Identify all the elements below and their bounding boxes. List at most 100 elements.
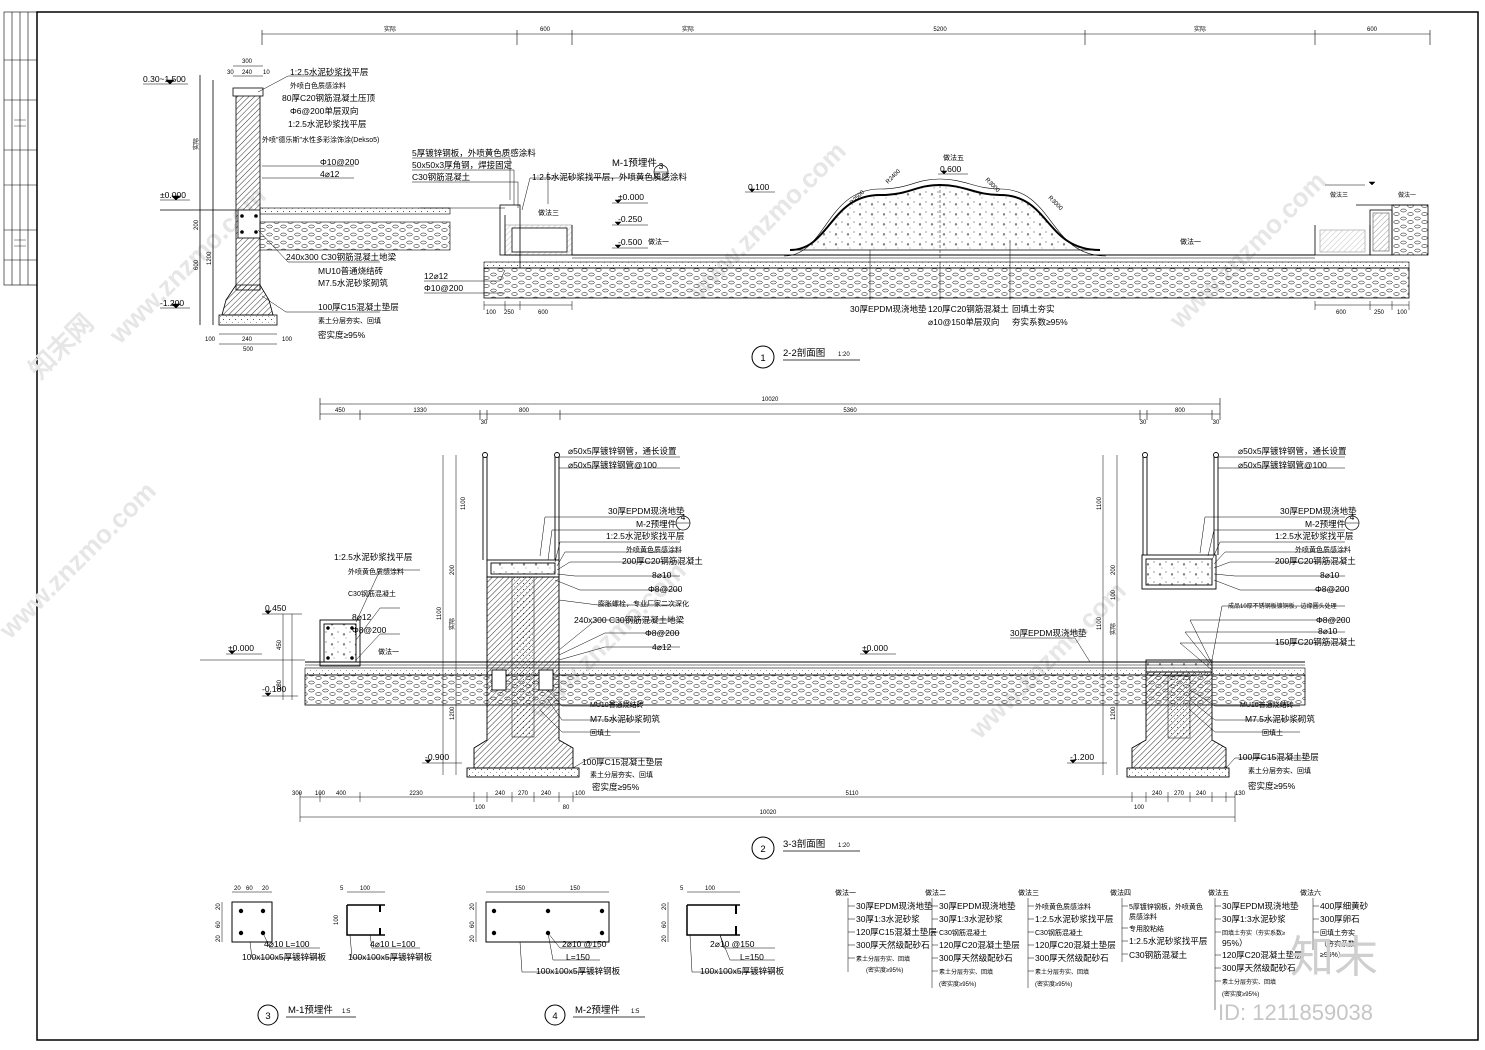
method-item: 30厚1:3水泥砂浆 <box>1222 914 1286 924</box>
title-strip <box>3 11 38 286</box>
left-post <box>466 452 580 778</box>
dim-label: 240 <box>541 791 552 797</box>
dim-label: 5110 <box>846 791 860 797</box>
surface-label: 做法一 <box>1398 191 1416 199</box>
post-label: ⌀50x5厚镀锌钢管@100 <box>1238 460 1327 470</box>
method-item: （夯实系数 <box>1320 939 1355 948</box>
epdm-leader <box>1010 637 1091 663</box>
post-label: 100厚C15混凝土垫层 <box>582 757 663 767</box>
dim-label: 1200 <box>207 251 213 265</box>
sheet-border <box>36 11 1479 1041</box>
dim-label: 实际 <box>384 25 396 33</box>
post-label: M7.5水泥砂浆砌筑 <box>1245 714 1315 724</box>
method-item: 1:2.5水泥砂浆找平层 <box>1035 914 1113 924</box>
method-item: 回填土夯实（夯实系数≥ <box>1222 929 1286 937</box>
section-number-circle <box>751 836 775 860</box>
mound-bottom-label: 120厚C20钢筋混凝土 <box>928 304 1009 314</box>
method-title: 做法三 <box>1018 888 1039 897</box>
post-label: 密实度≥95% <box>1248 781 1296 791</box>
wall-label: Φ6@200单层双向 <box>290 106 358 116</box>
right-post-leaders <box>1179 456 1345 769</box>
method-item: 300厚天然级配砂石 <box>939 953 1013 963</box>
dim-label: 5 <box>340 886 344 892</box>
method-item: 30厚1:3水泥砂浆 <box>939 914 1003 924</box>
section-number: 2 <box>760 844 765 855</box>
right-post <box>1126 452 1230 778</box>
dim-label: 100 <box>475 805 486 811</box>
post-label: ⌀50x5厚镀锌钢管，通长设置 <box>568 446 677 456</box>
dim-label: 20 <box>662 903 668 910</box>
dim-label: 实际 <box>682 25 694 33</box>
post-label: 200厚C20钢筋混凝土 <box>1275 556 1356 566</box>
dim-label: 400 <box>336 791 347 797</box>
wall-leaders <box>257 75 380 313</box>
dim-label: 60 <box>662 921 668 928</box>
method-item: 120厚C20混凝土垫层 <box>1035 940 1116 950</box>
dim-label: 300 <box>292 791 303 797</box>
curve-dim: R3000 <box>1047 195 1064 212</box>
detail-number: 3 <box>265 1011 270 1022</box>
wall-label: 240x300 C30钢筋混凝土地梁 <box>286 252 397 262</box>
dim-label: 200 <box>194 219 200 230</box>
dim-label: 600 <box>194 259 200 270</box>
detail-label: 4⌀10 L=100 <box>370 939 416 949</box>
method-item: 300厚天然级配砂石 <box>1035 953 1109 963</box>
dim-label: 450 <box>335 408 346 414</box>
elevation-markers <box>745 170 968 193</box>
post-label: 8⌀10 <box>1320 570 1340 580</box>
right-post-dim-lines <box>1102 455 1118 775</box>
method-item: C30钢筋混凝土 <box>939 928 987 937</box>
post-label: 回填土 <box>590 728 611 737</box>
elevation: 0.30~1.500 <box>143 74 186 84</box>
section-3-3: 10020 450 1330 30 800 5360 30 800 30 1:2… <box>200 397 1360 860</box>
dim-label: 1100 <box>437 606 443 620</box>
watermark-site: www.znzmo.com <box>962 576 1131 745</box>
section-title: 2-2剖面图 <box>783 347 825 359</box>
dim-label: 100 <box>486 310 497 316</box>
dim-label: 实际 <box>448 618 456 630</box>
elevation-marker <box>1067 759 1107 764</box>
dim-label: 100 <box>205 337 216 343</box>
post-label: 1:2.5水泥砂浆找平层 <box>606 531 684 541</box>
dim-label: 20 <box>234 886 241 892</box>
mound-elevation: 0.600 <box>940 164 962 174</box>
dim-label: 450 <box>277 639 283 650</box>
method-item: 30厚EPDM现浇地垫 <box>939 901 1016 911</box>
bar-leaders <box>424 269 506 294</box>
gravel-base <box>304 674 1306 706</box>
bar-label: Φ10@200 <box>424 283 463 293</box>
dim-label: 30 <box>1213 420 1220 426</box>
dim-label: 5 <box>680 886 684 892</box>
detail-title: M-2预埋件 <box>575 1004 620 1016</box>
dim-label: 20 <box>470 903 476 910</box>
elevation-markers <box>1325 181 1376 186</box>
dim-label: 150 <box>570 886 581 892</box>
elevation: ±0.000 <box>862 643 888 653</box>
detail-m2: 150 150 20 60 20 2⌀10 @150 L=150 100x100… <box>470 886 785 1026</box>
elevation: -0.900 <box>425 752 449 762</box>
method-4: 做法四 5厚镀锌钢板，外喷黄色 质感涂料 专用胶粘结 1:2.5水泥砂浆找平层 … <box>1110 888 1207 962</box>
bench-leaders <box>412 157 660 211</box>
post-label: 密实度≥95% <box>592 782 640 792</box>
dim-label: 30 <box>1140 420 1147 426</box>
dim-label: 150 <box>515 886 526 892</box>
dim-label: 30 <box>481 420 488 426</box>
left-post-dim-lines <box>442 455 457 775</box>
dim-label: 200 <box>450 564 456 575</box>
brand-watermark: 知末 <box>1290 933 1378 982</box>
bench-right <box>1314 204 1429 256</box>
post-label: ⌀50x5厚镀锌钢管@100 <box>568 460 657 470</box>
post-label: 膨胀螺栓，专业厂家二次深化 <box>598 599 689 608</box>
dim-label: 20 <box>216 903 222 910</box>
method-item: C30钢筋混凝土 <box>1129 950 1188 960</box>
watermark-site: www.znzmo.com <box>1162 166 1331 335</box>
post-label: 100厚C15混凝土垫层 <box>1238 752 1319 762</box>
detail-label: 2⌀10 @150 <box>710 939 755 949</box>
mound-bottom-label: 夯实系数≥95% <box>1012 317 1068 327</box>
dim-label: 1100 <box>1097 616 1103 630</box>
method-item: (密实度≥95%) <box>939 980 976 988</box>
dim-label: 60 <box>246 886 253 892</box>
dim-label: 实际 <box>1194 25 1206 33</box>
wall-label: 100厚C15混凝土垫层 <box>318 302 399 312</box>
elevation: ±0.000 <box>618 192 644 202</box>
